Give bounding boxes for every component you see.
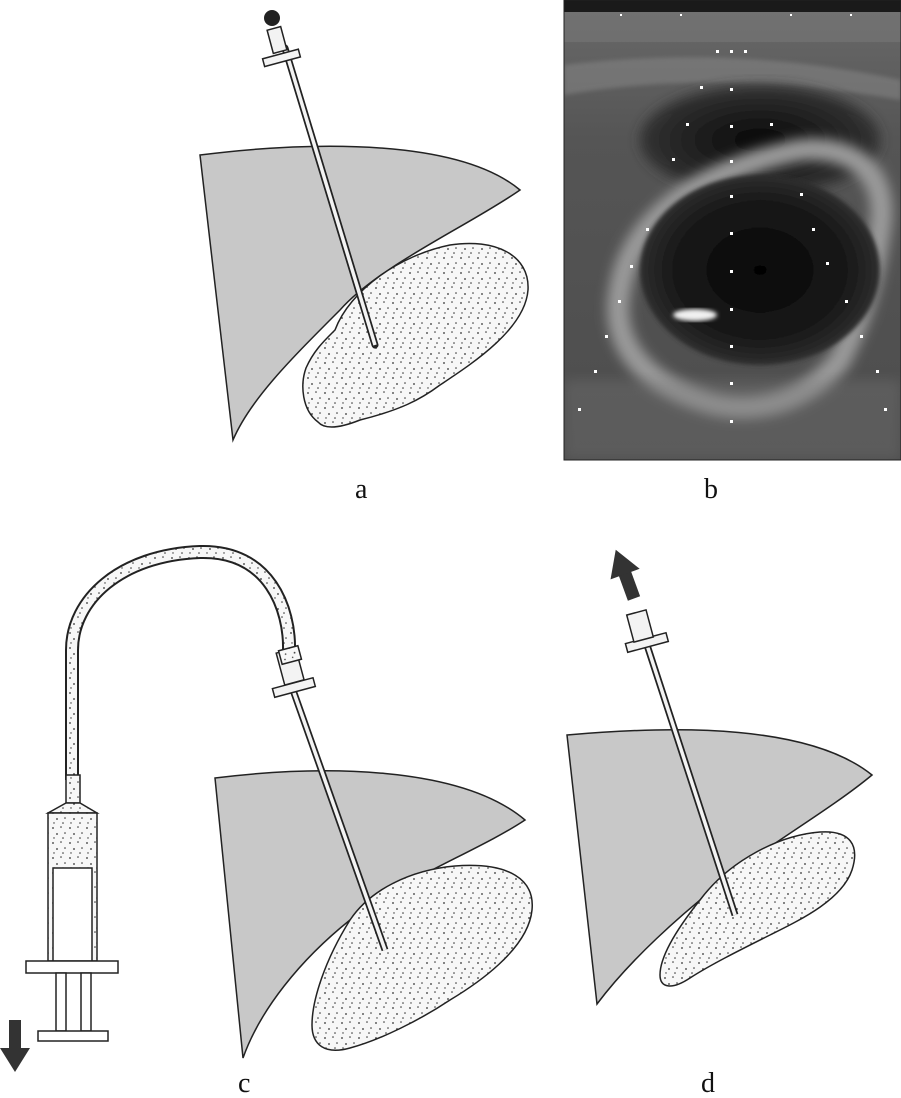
down-arrow-icon bbox=[0, 1020, 30, 1072]
needle bbox=[271, 644, 389, 952]
panel-label-d: d bbox=[701, 1068, 715, 1098]
panel-c: c bbox=[0, 544, 533, 1098]
syringe-plunger bbox=[52, 867, 93, 962]
needle bbox=[261, 10, 379, 349]
up-arrow-icon bbox=[610, 549, 641, 601]
syringe bbox=[25, 774, 119, 1042]
fluid-collection bbox=[311, 864, 533, 1051]
panel-b-ultrasound: b bbox=[563, 0, 901, 505]
tissue-wedge bbox=[214, 770, 527, 1059]
panel-label-b: b bbox=[704, 474, 718, 505]
panel-d: d bbox=[566, 549, 874, 1098]
needle-tip-echo bbox=[673, 309, 717, 321]
scale-markers bbox=[578, 14, 887, 423]
panel-a: a bbox=[199, 10, 529, 505]
fluid-collection bbox=[302, 242, 529, 428]
tissue-wedge bbox=[199, 145, 522, 443]
needle-cap bbox=[264, 10, 280, 26]
needle bbox=[624, 608, 739, 917]
panel-label-c: c bbox=[238, 1068, 250, 1098]
panel-label-a: a bbox=[355, 474, 368, 505]
fluid-cavity bbox=[640, 175, 880, 365]
fluid-collection bbox=[659, 831, 856, 987]
